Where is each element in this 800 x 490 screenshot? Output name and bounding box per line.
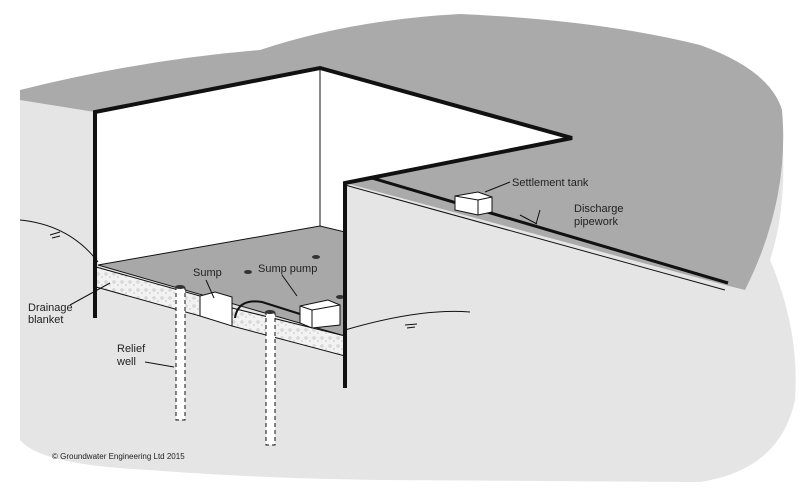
label-sump: Sump xyxy=(193,267,222,279)
floor-drains xyxy=(244,255,344,299)
pump-hose xyxy=(234,300,301,319)
label-settlement-tank: Settlement tank xyxy=(512,177,589,189)
back-wall xyxy=(95,68,572,265)
ground-surface xyxy=(20,14,784,290)
copyright: © Groundwater Engineering Ltd 2015 xyxy=(52,452,185,461)
discharge-pipe xyxy=(371,176,729,285)
label-sump-pump: Sump pump xyxy=(258,263,317,275)
label-discharge-2: pipework xyxy=(574,216,619,228)
groundwater-line xyxy=(19,219,99,263)
excavation-edge xyxy=(93,65,573,388)
settlement-tank xyxy=(454,191,493,216)
groundwater-line xyxy=(344,310,471,331)
sump-pit xyxy=(199,291,233,327)
sump-pump xyxy=(299,299,341,329)
relief-wells xyxy=(175,287,276,446)
label-drainage-2: blanket xyxy=(28,314,63,326)
label-relief-2: well xyxy=(116,356,136,368)
leader-arrows xyxy=(69,181,541,368)
label-relief-1: Relief xyxy=(117,343,146,355)
label-drainage-1: Drainage xyxy=(28,302,73,314)
water-table-icon xyxy=(49,231,418,329)
label-discharge-1: Discharge xyxy=(574,203,624,215)
